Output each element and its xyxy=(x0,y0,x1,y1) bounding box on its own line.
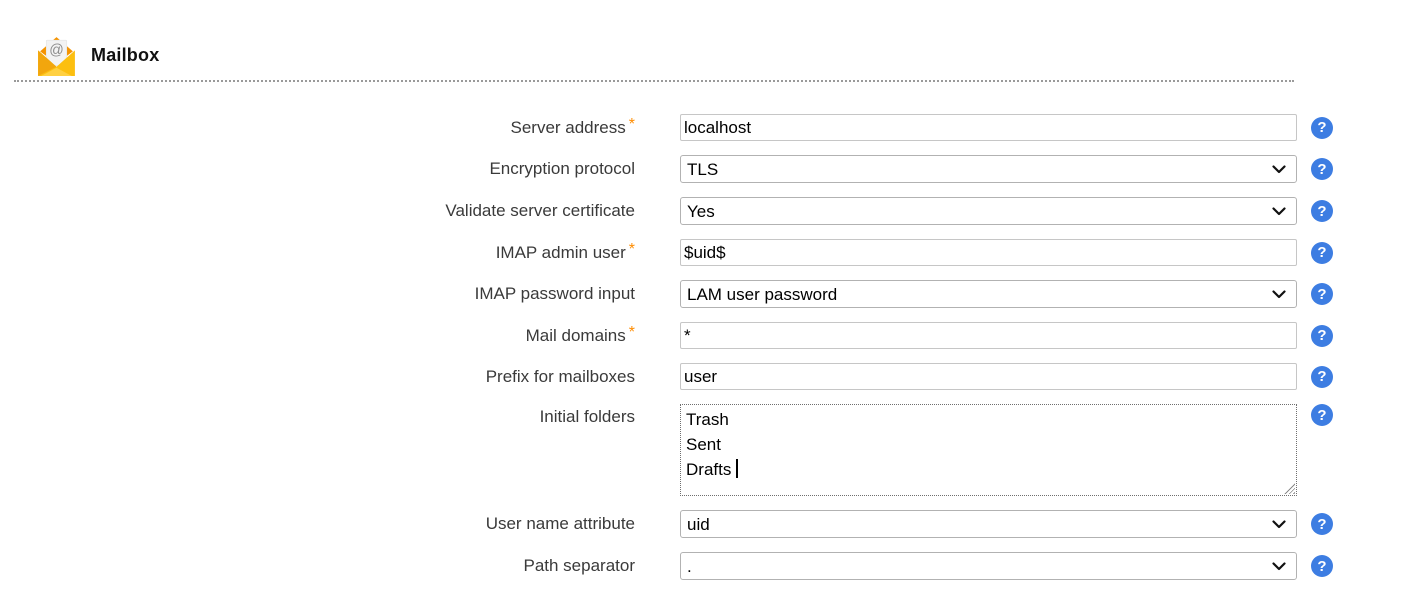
form-row-server-address: Server address* ? xyxy=(14,114,1399,141)
label-text: User name attribute xyxy=(485,514,635,533)
label-text: Prefix for mailboxes xyxy=(485,366,635,386)
validate-certificate-label: Validate server certificate xyxy=(14,200,680,222)
imap-password-input-select[interactable]: LAM user password xyxy=(680,280,1297,308)
help-icon[interactable]: ? xyxy=(1311,283,1333,305)
mailbox-prefix-label: Prefix for mailboxes xyxy=(14,366,680,388)
page-title: Mailbox xyxy=(91,45,160,65)
form-row-mail-domains: Mail domains* ? xyxy=(14,322,1399,349)
user-name-attribute-select[interactable]: uid xyxy=(680,510,1297,538)
help-icon[interactable]: ? xyxy=(1311,513,1333,535)
mail-domains-input[interactable] xyxy=(680,322,1297,349)
mailbox-settings-page: @ Mailbox Server address* ? Encryption p… xyxy=(14,0,1399,580)
form-row-encryption-protocol: Encryption protocol TLS ? xyxy=(14,155,1399,183)
label-text: IMAP admin user xyxy=(495,242,626,262)
resize-handle[interactable] xyxy=(1284,483,1295,494)
imap-admin-user-input[interactable] xyxy=(680,239,1297,266)
form-row-path-separator: Path separator . ? xyxy=(14,552,1399,580)
encryption-protocol-select[interactable]: TLS xyxy=(680,155,1297,183)
form-row-imap-admin-user: IMAP admin user* ? xyxy=(14,239,1399,266)
required-marker: * xyxy=(628,115,635,133)
form-row-validate-certificate: Validate server certificate Yes ? xyxy=(14,197,1399,225)
label-text: Mail domains xyxy=(525,325,626,345)
form-row-initial-folders: Initial folders Trash Sent Drafts ? xyxy=(14,404,1399,496)
help-icon[interactable]: ? xyxy=(1311,241,1333,264)
help-icon[interactable]: ? xyxy=(1311,158,1333,180)
initial-folders-textarea[interactable]: Trash Sent Drafts xyxy=(680,404,1297,496)
required-marker: * xyxy=(628,240,635,258)
mailbox-settings-form: Server address* ? Encryption protocol TL… xyxy=(14,114,1399,580)
label-text: Initial folders xyxy=(539,407,635,426)
mailbox-prefix-input[interactable] xyxy=(680,363,1297,390)
imap-admin-user-label: IMAP admin user* xyxy=(14,240,680,264)
help-icon[interactable]: ? xyxy=(1311,555,1333,577)
path-separator-label: Path separator xyxy=(14,555,680,577)
label-text: Encryption protocol xyxy=(489,159,635,178)
help-icon[interactable]: ? xyxy=(1311,116,1333,139)
help-icon[interactable]: ? xyxy=(1311,404,1333,426)
required-marker: * xyxy=(628,323,635,341)
encryption-protocol-label: Encryption protocol xyxy=(14,158,680,180)
mailbox-envelope-icon: @ xyxy=(38,37,75,76)
server-address-label: Server address* xyxy=(14,115,680,139)
mail-domains-label: Mail domains* xyxy=(14,323,680,347)
label-text: Server address xyxy=(510,117,626,137)
path-separator-select[interactable]: . xyxy=(680,552,1297,580)
label-text: IMAP password input xyxy=(474,284,635,303)
svg-text:@: @ xyxy=(49,42,64,58)
initial-folders-label: Initial folders xyxy=(14,404,680,428)
label-text: Path separator xyxy=(523,556,635,575)
help-icon[interactable]: ? xyxy=(1311,200,1333,222)
form-row-mailbox-prefix: Prefix for mailboxes ? xyxy=(14,363,1399,390)
user-name-attribute-label: User name attribute xyxy=(14,513,680,535)
page-header: @ Mailbox xyxy=(14,0,1294,82)
help-icon[interactable]: ? xyxy=(1311,324,1333,347)
imap-password-input-label: IMAP password input xyxy=(14,283,680,305)
form-row-user-name-attribute: User name attribute uid ? xyxy=(14,510,1399,538)
label-text: Validate server certificate xyxy=(445,201,635,220)
form-row-imap-password-input: IMAP password input LAM user password ? xyxy=(14,280,1399,308)
help-icon[interactable]: ? xyxy=(1311,365,1333,388)
text-cursor xyxy=(736,459,738,478)
validate-certificate-select[interactable]: Yes xyxy=(680,197,1297,225)
server-address-input[interactable] xyxy=(680,114,1297,141)
